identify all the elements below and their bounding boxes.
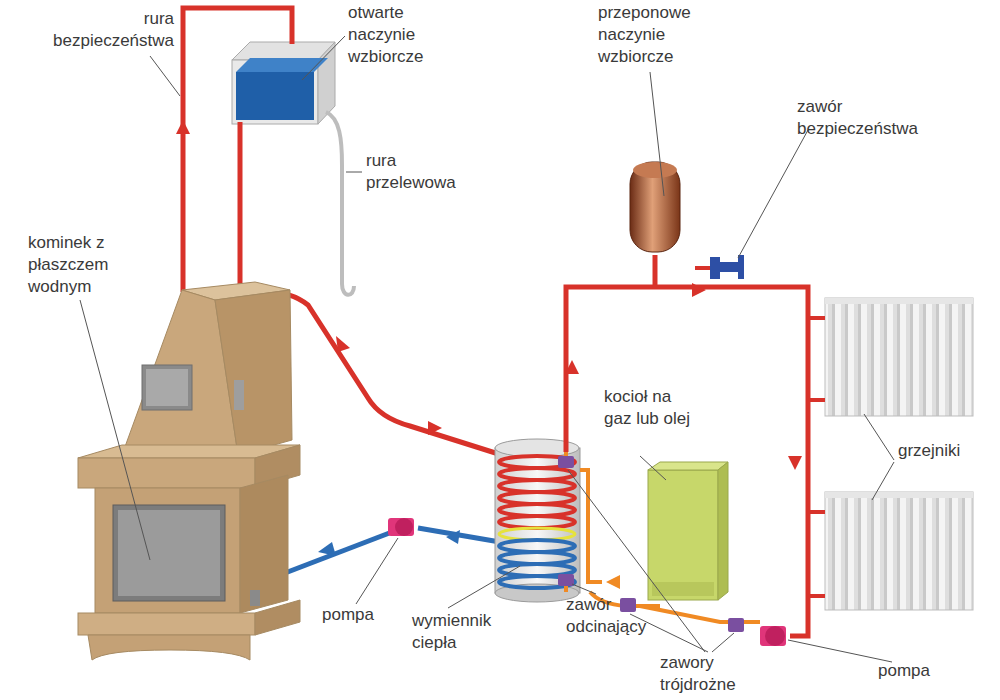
flow-arrow xyxy=(606,575,620,589)
callout-label: pompa xyxy=(322,604,402,626)
overflow-pipe xyxy=(326,112,354,295)
callout-label: pompa xyxy=(878,660,958,682)
callout-label: grzejniki xyxy=(898,440,988,462)
pipe xyxy=(653,255,658,287)
callout-label: przeponowe naczynie wzbiorcze xyxy=(598,2,728,68)
open-expansion-vessel xyxy=(232,42,335,124)
return-pipe xyxy=(272,532,392,578)
fireplace xyxy=(78,282,300,660)
callout-label: zawór bezpieczeństwa xyxy=(797,96,947,140)
radiator xyxy=(825,492,973,610)
callout-label: rura przelewowa xyxy=(366,150,466,194)
radiator xyxy=(825,298,973,416)
callout-label: wymiennik ciepła xyxy=(412,610,512,654)
membrane-expansion-vessel xyxy=(630,162,680,252)
pump xyxy=(760,626,786,646)
callout-label: otwarte naczynie wzbiorcze xyxy=(348,2,458,68)
callout-label: kominek z płaszczem wodnym xyxy=(28,232,148,298)
supply-pipe xyxy=(262,290,505,456)
callout-label: kocioł na gaz lub olej xyxy=(604,386,694,430)
flow-arrow xyxy=(176,120,802,470)
boiler xyxy=(648,462,728,600)
boiler-pipe xyxy=(564,452,568,592)
callout-label: rura bezpieczeństwa xyxy=(24,8,174,52)
safety-valve xyxy=(710,255,744,279)
pipe xyxy=(238,122,243,292)
pump xyxy=(388,518,414,536)
heat-exchanger xyxy=(495,439,580,602)
callout-label: zawór odcinający xyxy=(566,594,666,638)
safety-pipe xyxy=(183,8,292,292)
leader-line xyxy=(80,36,894,662)
radiator-connection xyxy=(808,318,825,596)
callout-label: zawory trójdrożne xyxy=(660,652,770,696)
heating-pipe xyxy=(566,287,808,636)
